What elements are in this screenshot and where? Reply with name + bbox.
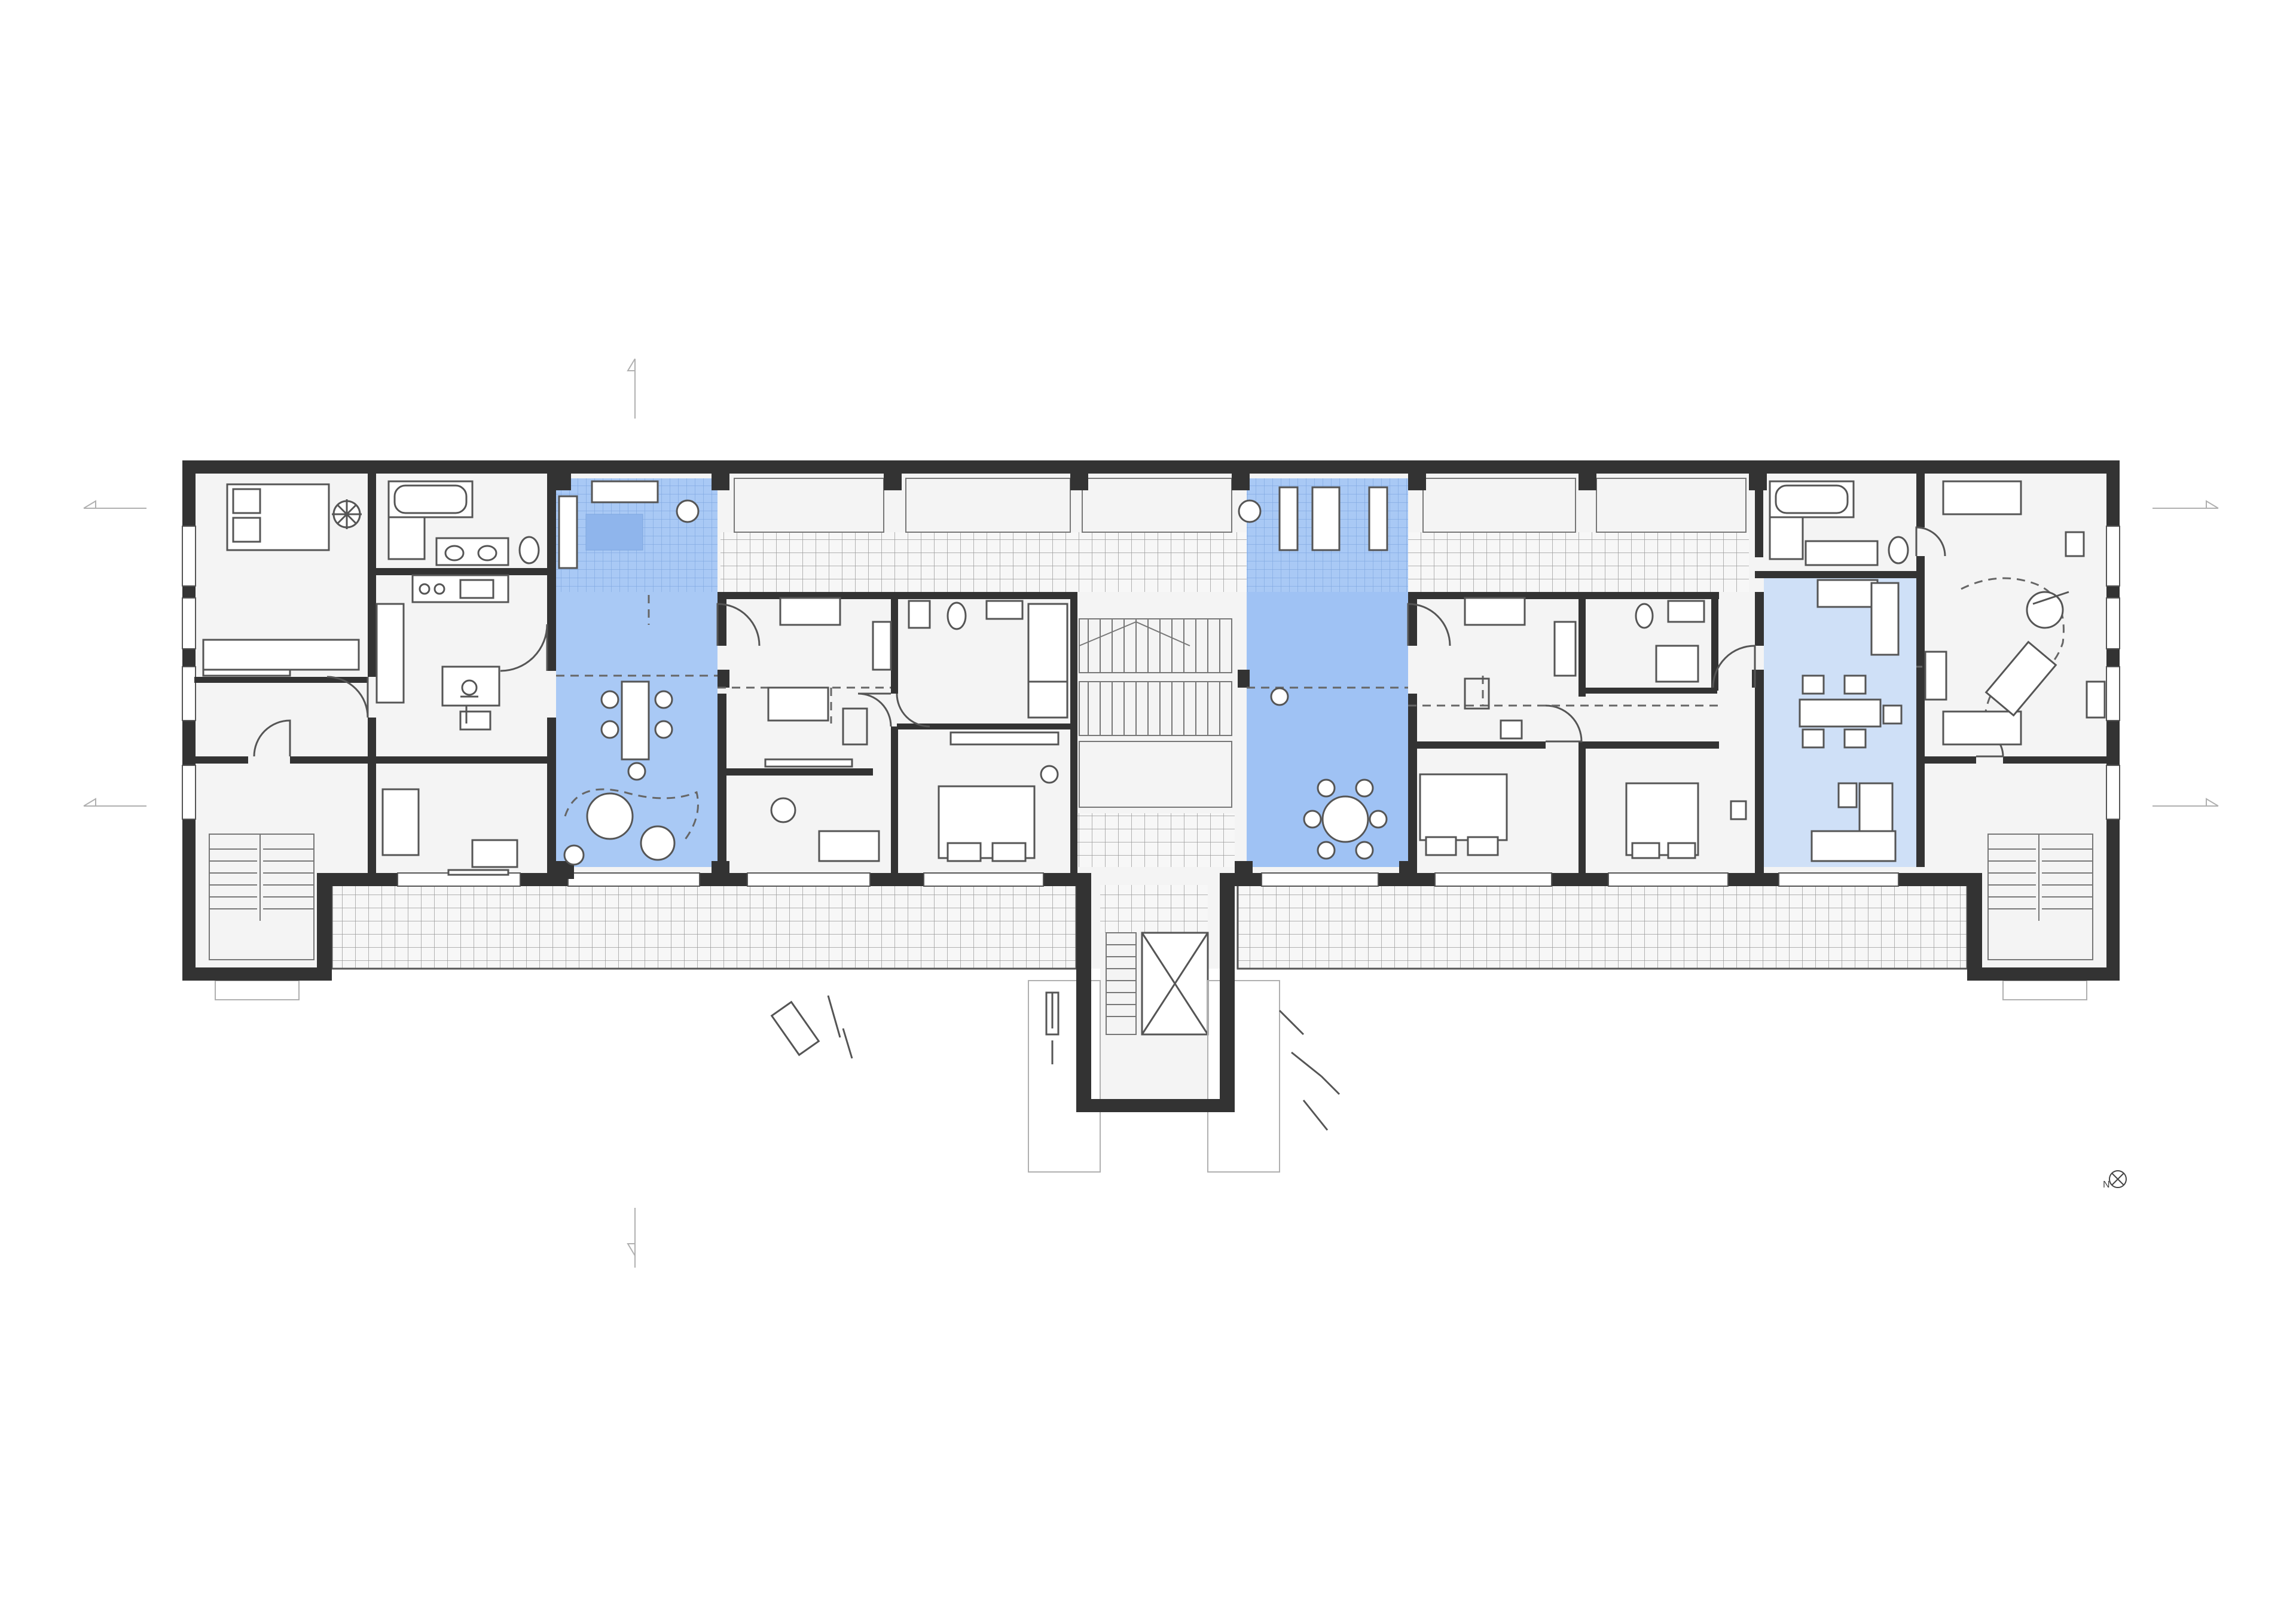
section-markers [83, 358, 2219, 1268]
interior-walls [194, 472, 2108, 879]
round-table [586, 792, 634, 840]
wheelchair-icon [460, 679, 478, 724]
sideboard [202, 639, 360, 671]
section-marker-icon [2206, 798, 2219, 807]
staircase-icon [1987, 834, 2093, 960]
kitchen-counter-icon [779, 597, 841, 626]
desk [818, 830, 880, 862]
toilet-icon [1888, 536, 1909, 564]
bed-icon [1942, 480, 2022, 746]
section-marker-icon [627, 1243, 636, 1256]
daybed [558, 495, 578, 569]
sofa-icon [441, 666, 500, 731]
wheelchair-icon [1837, 782, 1858, 808]
bathtub-icon [1769, 480, 1855, 518]
bed-icon [226, 483, 330, 551]
kitchen-counter-icon [1816, 579, 1900, 656]
section-marker-icon [83, 500, 96, 509]
hoist-icon [1984, 591, 2069, 717]
doors [253, 526, 2004, 758]
person-icon [1270, 687, 1289, 706]
sink-icon [435, 537, 509, 566]
toilet-icon [518, 536, 540, 564]
plant-icon [1238, 499, 1262, 523]
staircase-icon [209, 834, 315, 960]
bathtub-icon [1027, 603, 1068, 683]
terrace-west [332, 885, 1076, 969]
bed-icon [1625, 782, 1699, 859]
elevator-icon [1141, 932, 1209, 1036]
wheelchair-icon [1464, 677, 1523, 740]
core-landing [1076, 813, 1235, 867]
dining-table-icon [1303, 779, 1388, 860]
north-arrow-label: N [2103, 1180, 2110, 1190]
sink-icon [1667, 600, 1705, 623]
sofa-icon [767, 686, 829, 722]
bed-icon [1419, 773, 1508, 856]
sofa-icon [1810, 782, 1897, 862]
staircase-icon [1079, 618, 1232, 808]
loggia-bench [1278, 486, 1299, 551]
sink-icon [1805, 540, 1879, 566]
kitchen-counter-icon [1464, 597, 1526, 626]
north-arrow-icon: N [2103, 1170, 2127, 1190]
bathtub-icon [387, 480, 474, 518]
section-marker-icon [2206, 500, 2219, 509]
plant-icon [676, 499, 700, 523]
wheelchair-icon [842, 707, 868, 746]
plant-icon [1040, 765, 1059, 784]
dining-table-icon [1799, 674, 1903, 749]
bicycle-icon [770, 991, 1341, 1131]
dining-table-icon [600, 680, 673, 781]
terrace-east [1238, 885, 1967, 969]
entrance-stair [1106, 932, 1137, 1035]
bed-icon [938, 785, 1036, 862]
section-marker-icon [627, 358, 636, 371]
north-loggia [720, 532, 1749, 592]
toilet-icon [1635, 603, 1654, 629]
sink-icon [908, 600, 1024, 629]
plant-icon [332, 499, 362, 529]
section-marker-icon [83, 798, 96, 807]
toilet-icon [947, 602, 967, 630]
kitchen-counter-icon [375, 574, 509, 704]
